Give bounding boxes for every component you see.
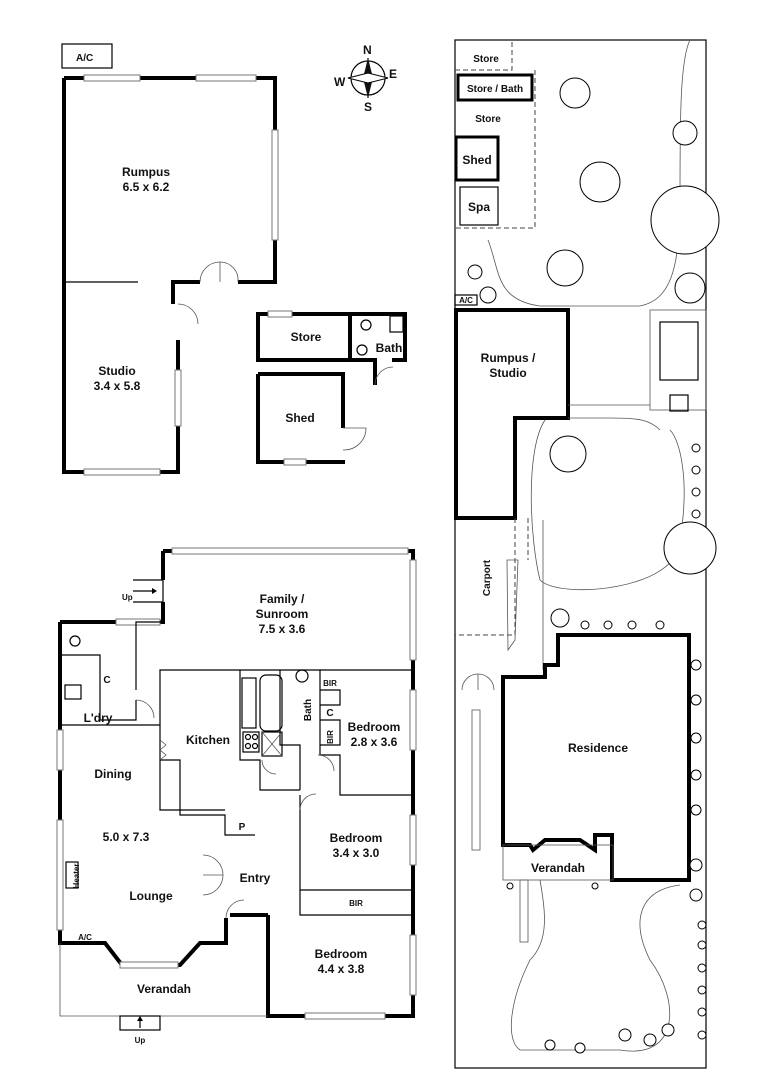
family-label-1: Family / — [260, 592, 305, 606]
site-rumpus-2: Studio — [489, 366, 526, 380]
compass-east: E — [389, 67, 397, 81]
bedroom2-dims: 3.4 x 3.0 — [333, 846, 380, 860]
compass-north: N — [363, 43, 372, 57]
up-label-bottom: Up — [135, 1036, 146, 1045]
house-plan: Up — [56, 547, 417, 1045]
outbuilding-plan: A/C Rumpus 6.5 x 6.2 Studio 3.4 x 5.8 St… — [61, 43, 407, 476]
lounge-dims: 5.0 x 7.3 — [103, 830, 150, 844]
compass-west: W — [334, 75, 346, 89]
dining-label: Dining — [94, 767, 131, 781]
site-store-bath: Store / Bath — [467, 84, 523, 95]
cupboard-label-2: C — [326, 708, 333, 719]
kitchen-label: Kitchen — [186, 733, 230, 747]
tree-group-upper — [467, 77, 720, 304]
bedroom3-label: Bedroom — [315, 947, 368, 961]
up-label-top: Up — [122, 593, 133, 602]
studio-label: Studio — [98, 364, 135, 378]
cupboard-label-1: C — [103, 675, 110, 686]
house-verandah-label: Verandah — [137, 982, 191, 996]
family-label-2: Sunroom — [256, 607, 309, 621]
site-rumpus-1: Rumpus / — [481, 351, 536, 365]
heater-label: Heater — [72, 864, 81, 889]
rumpus-dims: 6.5 x 6.2 — [123, 180, 170, 194]
site-plan: Store Store / Bath Store Shed Spa A/C Ru… — [454, 39, 720, 1069]
site-residence: Residence — [568, 741, 628, 755]
site-spa: Spa — [468, 200, 490, 214]
site-verandah: Verandah — [531, 861, 585, 875]
studio-dims: 3.4 x 5.8 — [94, 379, 141, 393]
bedroom2-label: Bedroom — [330, 831, 383, 845]
site-store-top: Store — [473, 54, 499, 65]
compass: N S E W — [334, 43, 397, 114]
bath-label: Bath — [303, 699, 314, 721]
store-label: Store — [291, 330, 322, 344]
laundry-label: L'dry — [84, 711, 113, 725]
rumpus-label: Rumpus — [122, 165, 170, 179]
house-ac-label: A/C — [78, 933, 92, 942]
ac-tag: A/C — [76, 53, 93, 64]
site-carport: Carport — [482, 559, 493, 596]
bir-label-2: BIR — [326, 730, 335, 744]
bir-label-3: BIR — [349, 899, 363, 908]
family-dims: 7.5 x 3.6 — [259, 622, 306, 636]
site-store-mid: Store — [475, 114, 501, 125]
compass-south: S — [364, 100, 372, 114]
bedroom1-dims: 2.8 x 3.6 — [351, 735, 398, 749]
site-ac: A/C — [459, 296, 473, 305]
shed-label: Shed — [285, 411, 314, 425]
bir-label-1: BIR — [323, 679, 337, 688]
entry-label: Entry — [240, 871, 271, 885]
bath-label: Bath — [376, 341, 403, 355]
pantry-label: P — [239, 822, 246, 833]
site-shed: Shed — [462, 153, 491, 167]
bedroom1-label: Bedroom — [348, 720, 401, 734]
bedroom3-dims: 4.4 x 3.8 — [318, 962, 365, 976]
lounge-label: Lounge — [129, 889, 173, 903]
